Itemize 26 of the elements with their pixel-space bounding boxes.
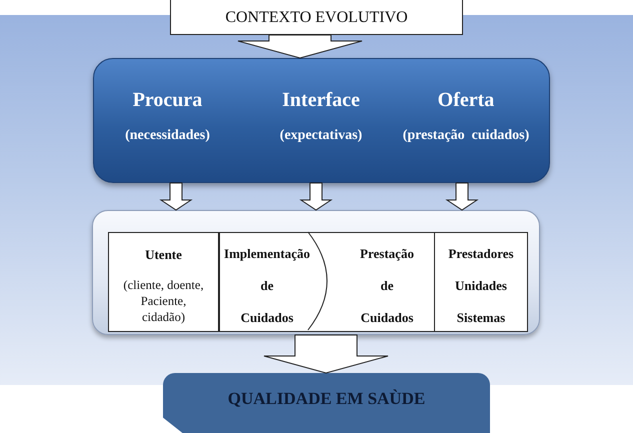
column-subtitle: (expectativas): [280, 128, 362, 144]
table-cell: [108, 232, 219, 332]
panel: [93, 58, 550, 183]
cell-text: Implementação de Cuidados: [224, 245, 310, 327]
column-subtitle: (necessidades): [125, 128, 210, 144]
cell-text: Prestação de Cuidados: [360, 245, 414, 327]
callout-text: CONTEXTO EVOLUTIVO: [225, 8, 408, 26]
banner-title: QUALIDADE EM SAÙDE: [228, 389, 426, 410]
callout-box: [170, 0, 463, 35]
cell-text: (cliente, doente, Paciente, cidadão): [122, 277, 205, 325]
cell-heading: Utente: [145, 247, 182, 263]
panel: [92, 210, 540, 335]
block-arrow: [238, 34, 362, 59]
result-banner: [163, 373, 490, 433]
block-arrow: [159, 182, 193, 211]
cell-text: Prestadores Unidades Sistemas: [448, 245, 514, 327]
block-arrow: [299, 182, 333, 211]
column-heading: Procura: [132, 89, 202, 112]
block-arrow: [264, 334, 388, 374]
table-cell: [326, 232, 434, 332]
block-arrow: [445, 182, 479, 211]
table-cell: [434, 232, 528, 332]
table-cell: [219, 232, 326, 332]
column-heading: Oferta: [438, 89, 494, 112]
column-subtitle: (prestação cuidados): [402, 128, 530, 144]
column-heading: Interface: [282, 89, 360, 112]
